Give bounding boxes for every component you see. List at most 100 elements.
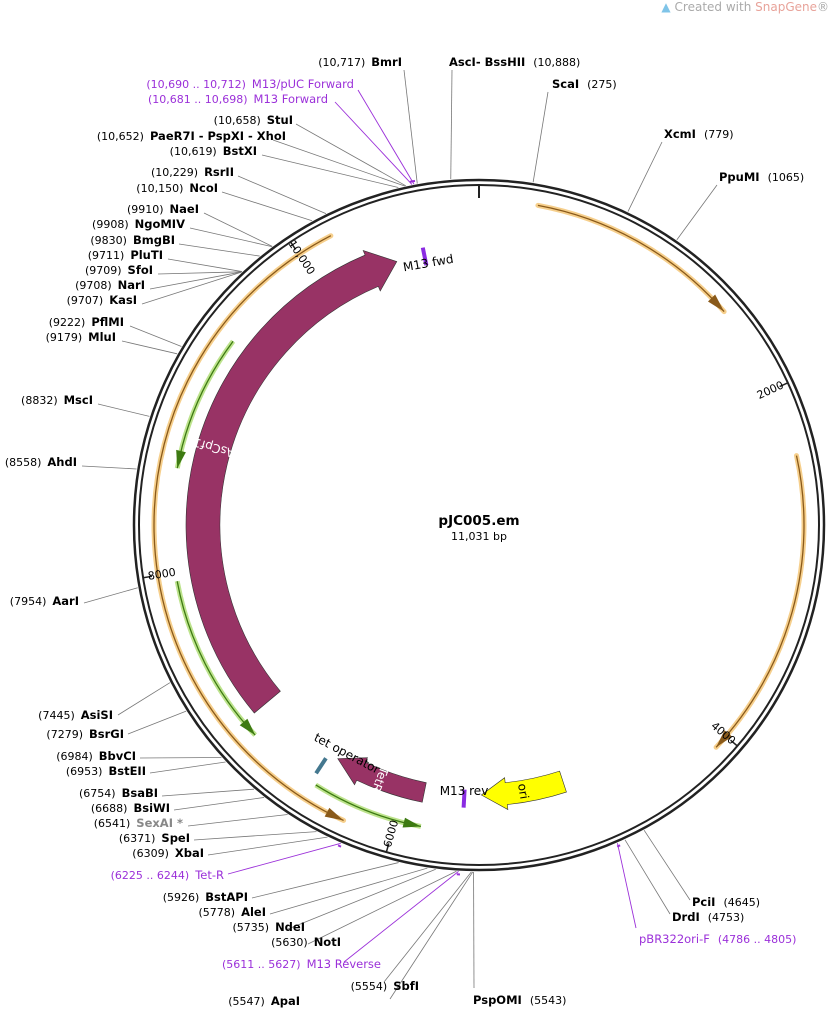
orf-core — [153, 235, 344, 822]
tick-label: 2000 — [755, 379, 786, 403]
orf-arrowhead — [324, 807, 344, 821]
plasmid-length: 11,031 bp — [451, 530, 507, 543]
enzyme-name: BsiWI — [133, 801, 170, 815]
tick-mark — [289, 241, 297, 250]
enzyme-name: StuI — [267, 113, 293, 127]
enzyme-name: BstAPI — [205, 890, 248, 904]
feature-text-label: M13 rev — [440, 784, 489, 798]
enzyme-position: (10,652) — [97, 130, 144, 143]
enzyme-position: (6541) — [94, 817, 131, 830]
enzyme-position: (5554) — [351, 980, 388, 993]
enzyme-position: (7445) — [38, 709, 75, 722]
leader-line — [287, 868, 436, 930]
leader-line — [157, 271, 242, 275]
enzyme-position: (1065) — [768, 171, 805, 184]
enzyme-name: BstXI — [223, 144, 257, 158]
feature-label: ori — [515, 783, 531, 801]
enzyme-position: (9908) — [92, 218, 129, 231]
plasmid-backbone — [132, 178, 826, 872]
primer-site-marker — [616, 844, 621, 848]
leader-line — [227, 842, 341, 875]
enzyme-position: (275) — [587, 78, 617, 91]
leader-line — [627, 141, 663, 212]
enzyme-position: (6754) — [79, 787, 116, 800]
leader-line — [81, 465, 137, 470]
enzyme-name: PflMI — [91, 315, 124, 329]
leader-line — [334, 101, 413, 185]
enzyme-name: XcmI — [664, 127, 696, 141]
leader-line — [167, 258, 243, 272]
enzyme-name: MscI — [64, 393, 93, 407]
leader-line — [221, 191, 313, 222]
orf-core — [537, 204, 725, 313]
feature-arrow-tetr — [337, 757, 427, 803]
leader-line — [295, 123, 407, 187]
enzyme-name: AsiSI — [81, 708, 113, 722]
leader-line — [450, 69, 453, 180]
enzyme-name: NcoI — [189, 181, 218, 195]
enzyme-position: (5735) — [232, 921, 269, 934]
leader-line — [187, 814, 288, 827]
enzyme-name: BsrGI — [89, 727, 124, 741]
leader-line — [141, 271, 242, 305]
orf-core — [715, 455, 805, 748]
leader-line — [207, 836, 328, 856]
enzyme-position: (10,150) — [136, 182, 183, 195]
feature-arrow-ori — [480, 770, 567, 811]
enzyme-name: PaeR7I - PspXI - XhoI — [150, 129, 286, 143]
enzyme-name: SbfI — [393, 979, 419, 993]
backbone-outer-circle — [132, 178, 826, 872]
leader-line — [251, 862, 399, 899]
enzyme-position: (6953) — [66, 765, 103, 778]
leader-line — [261, 154, 399, 188]
tick-label: 8000 — [147, 566, 177, 583]
green-orf-arrowhead — [402, 817, 421, 828]
orf-outlines — [151, 202, 807, 829]
enzyme-position: (10,619) — [170, 145, 217, 158]
enzyme-name: PpuMI — [719, 170, 760, 184]
leader-line — [117, 682, 171, 716]
enzyme-position: (4753) — [708, 911, 745, 924]
leader-line — [676, 184, 718, 241]
enzyme-position: (9830) — [90, 234, 127, 247]
leader-line — [129, 325, 182, 347]
enzyme-position: (6309) — [132, 847, 169, 860]
leader-line — [389, 871, 474, 1000]
enzyme-leader-lines — [81, 69, 718, 1000]
plasmid-name: pJC005.em — [438, 513, 519, 529]
enzyme-name: PciI — [692, 895, 715, 909]
enzyme-position: (9708) — [75, 279, 112, 292]
leader-line — [343, 871, 459, 963]
enzyme-name: M13 Forward — [254, 92, 328, 106]
leader-line — [83, 587, 138, 604]
primer-site-marker — [337, 844, 342, 848]
feature-marker-tet-operator — [314, 757, 328, 775]
enzyme-name: AleI — [241, 905, 266, 919]
enzyme-position: (9910) — [127, 203, 164, 216]
enzyme-position: (779) — [704, 128, 734, 141]
enzyme-name: PspOMI — [473, 993, 522, 1007]
leader-line — [121, 340, 178, 355]
enzyme-position: (9222) — [49, 316, 86, 329]
enzyme-name: SfoI — [128, 263, 153, 277]
enzyme-name: NgoMIV — [135, 217, 185, 231]
enzyme-name: Tet-R — [194, 868, 224, 882]
enzyme-name: DrdI — [672, 910, 700, 924]
enzyme-position: (5778) — [199, 906, 236, 919]
enzyme-position: (9709) — [85, 264, 122, 277]
enzyme-name: AscI — [449, 55, 476, 69]
leader-line — [532, 91, 549, 183]
feature-text-label: M13 fwd — [402, 252, 455, 275]
leader-line — [149, 271, 242, 290]
enzyme-name: BmrI — [371, 55, 402, 69]
leader-line — [403, 69, 418, 184]
orf-arrowhead — [716, 730, 733, 748]
enzyme-name: RsrII — [204, 165, 234, 179]
snapgene-logo-icon: ▲ — [661, 0, 671, 14]
enzyme-name: ScaI — [552, 77, 579, 91]
enzyme-position: (10,690 .. 10,712) — [146, 78, 246, 91]
enzyme-name: ApaI — [271, 994, 300, 1008]
enzyme-position: (10,888) — [533, 56, 580, 69]
